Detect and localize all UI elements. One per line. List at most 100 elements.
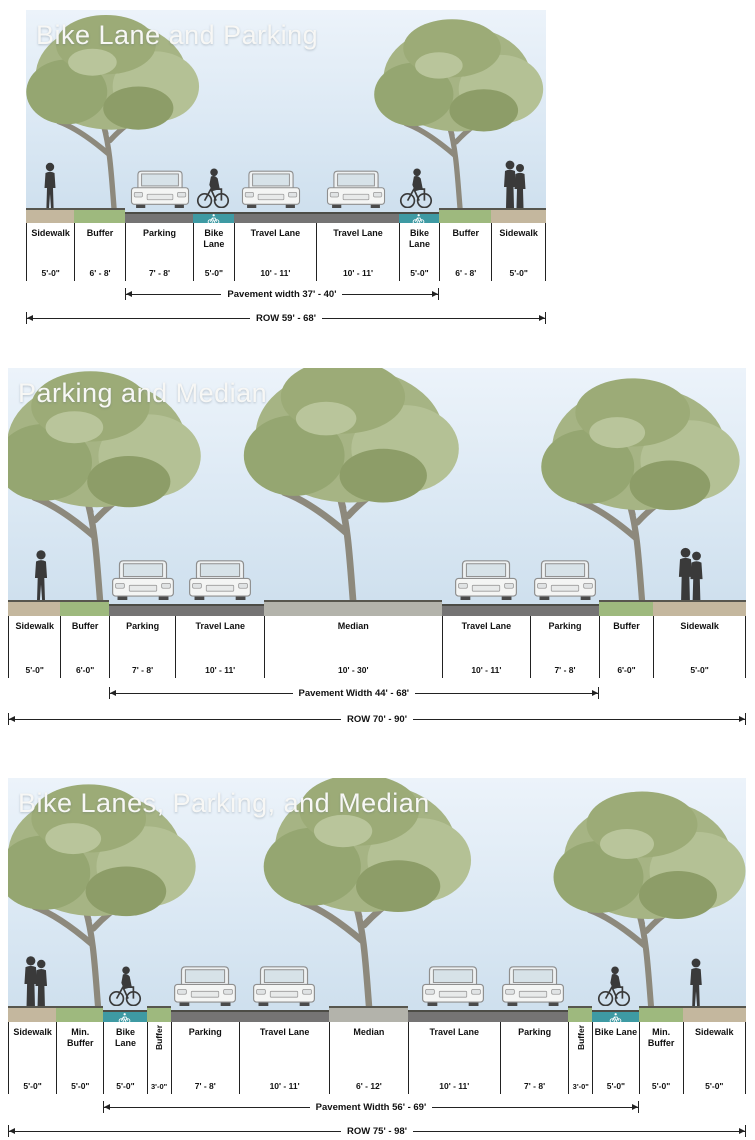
dimension-lines: Pavement Width 56' - 69' ROW 75' - 98' bbox=[8, 1098, 746, 1140]
lane-surface-travel bbox=[233, 212, 317, 223]
lane-dimension: 10' - 30' bbox=[338, 665, 369, 675]
lane-surface-parking bbox=[499, 1010, 569, 1022]
lane-surface-median bbox=[329, 1006, 408, 1022]
road-strip bbox=[26, 208, 546, 223]
lane-label-buffer: Buffer 3'-0" bbox=[568, 1022, 592, 1094]
pavement-dimension: Pavement Width 44' - 68' bbox=[108, 686, 599, 700]
lane-dimension: 6' - 8' bbox=[455, 268, 477, 278]
lane-name: Parking bbox=[188, 1027, 222, 1037]
lane-dimension: 6'-0" bbox=[617, 665, 636, 675]
lane-surface-bike bbox=[398, 212, 440, 223]
bike-marking-icon bbox=[207, 214, 220, 223]
car-icon bbox=[253, 966, 315, 1006]
lane-label-median: Median 10' - 30' bbox=[264, 616, 441, 678]
lane-dimension: 5'-0" bbox=[204, 268, 224, 278]
lane-name: Median bbox=[337, 621, 369, 631]
lane-dimension: 7' - 8' bbox=[524, 1081, 546, 1091]
diagram-title: Parking and Median bbox=[18, 378, 268, 408]
lane-name: Travel Lane bbox=[429, 1027, 480, 1037]
lane-surface-bike bbox=[193, 212, 234, 223]
car-icon bbox=[422, 966, 484, 1006]
lane-dimension: 5'-0" bbox=[116, 1081, 135, 1091]
lane-name: Sidewalk bbox=[31, 228, 70, 238]
lane-surface-sidewalk bbox=[8, 600, 61, 616]
lane-surface-parking bbox=[108, 604, 176, 616]
row-text: ROW 75' - 98' bbox=[341, 1125, 413, 1137]
lane-dimension: 5'-0" bbox=[509, 268, 528, 278]
diagram-bike-lanes-parking-and-median: Bike Lanes, Parking, and Median Sidewalk… bbox=[8, 778, 746, 1140]
lane-dimension: 5'-0" bbox=[651, 1081, 671, 1091]
lane-name: Bike Lane bbox=[114, 1027, 136, 1048]
lane-surface-parking bbox=[124, 212, 194, 223]
lane-dimension: 10' - 11' bbox=[471, 665, 502, 675]
lane-name: Travel Lane bbox=[195, 621, 245, 631]
lane-dimension: 5'-0" bbox=[410, 268, 429, 278]
lane-name: Buffer bbox=[575, 1025, 586, 1051]
sky-background: Bike Lanes, Parking, and Median bbox=[8, 778, 746, 1006]
lane-name: Bike Lane bbox=[594, 1027, 638, 1037]
bike-marking-icon bbox=[119, 1012, 131, 1022]
lane-name: Sidewalk bbox=[13, 1027, 52, 1037]
tree-icon bbox=[244, 368, 459, 600]
lane-name: Parking bbox=[518, 1027, 552, 1037]
lane-name: Min. Buffer bbox=[67, 1027, 94, 1048]
lane-name: Buffer bbox=[613, 621, 640, 631]
lane-name: Sidewalk bbox=[15, 621, 54, 631]
lane-name: Buffer bbox=[154, 1025, 165, 1051]
car-icon bbox=[189, 560, 251, 600]
couple-icon bbox=[504, 160, 526, 208]
lane-dimension: 6'-0" bbox=[75, 665, 95, 675]
road-strip bbox=[8, 600, 746, 616]
lane-surface-sidewalk bbox=[682, 1006, 746, 1022]
lane-label-buffer: Buffer 6'-0" bbox=[598, 616, 653, 678]
row-text: ROW 70' - 90' bbox=[341, 713, 413, 725]
lane-surface-buffer bbox=[638, 1006, 683, 1022]
lane-dimension: 10' - 11' bbox=[205, 665, 236, 675]
lane-label-travel: Travel Lane 10' - 11' bbox=[441, 616, 531, 678]
pavement-dimension: Pavement Width 56' - 69' bbox=[103, 1100, 639, 1114]
pavement-width-text: Pavement Width 56' - 69' bbox=[309, 1101, 433, 1113]
lane-dimension: 3'-0" bbox=[572, 1082, 589, 1091]
car-icon bbox=[455, 560, 517, 600]
lane-surface-sidewalk bbox=[26, 208, 75, 223]
pedestrian-icon bbox=[34, 550, 48, 600]
lane-dimension: 5'-0" bbox=[71, 1081, 90, 1091]
row-dimension: ROW 59' - 68' bbox=[26, 311, 546, 325]
lane-name: Parking bbox=[126, 621, 160, 631]
lane-surface-travel bbox=[407, 1010, 500, 1022]
lane-label-sidewalk: Sidewalk 5'-0" bbox=[8, 1022, 56, 1094]
cyclist-icon bbox=[597, 965, 631, 1006]
lane-name: Travel Lane bbox=[250, 228, 301, 238]
lane-dimension: 5'-0" bbox=[23, 1081, 42, 1091]
lane-name: Sidewalk bbox=[680, 621, 719, 631]
lane-label-travel: Travel Lane 10' - 11' bbox=[238, 1022, 329, 1094]
lane-surface-sidewalk bbox=[491, 208, 546, 223]
pedestrian-icon bbox=[44, 162, 56, 208]
dimension-lines: Pavement width 37' - 40' ROW 59' - 68' bbox=[26, 285, 546, 327]
car-icon bbox=[112, 560, 174, 600]
lane-surface-travel bbox=[238, 1010, 330, 1022]
lane-dimension: 5'-0" bbox=[606, 1081, 626, 1091]
pavement-width-text: Pavement Width 44' - 68' bbox=[292, 687, 416, 699]
lane-dimension: 7' - 8' bbox=[194, 1081, 216, 1091]
lane-name: Travel Lane bbox=[259, 1027, 310, 1037]
lane-name: Travel Lane bbox=[461, 621, 512, 631]
lane-name: Bike Lane bbox=[408, 228, 430, 249]
lane-dimension: 10' - 11' bbox=[269, 1081, 300, 1091]
lane-name: Sidewalk bbox=[695, 1027, 734, 1037]
lane-surface-bike bbox=[103, 1010, 147, 1022]
lane-name: Buffer bbox=[86, 228, 114, 238]
